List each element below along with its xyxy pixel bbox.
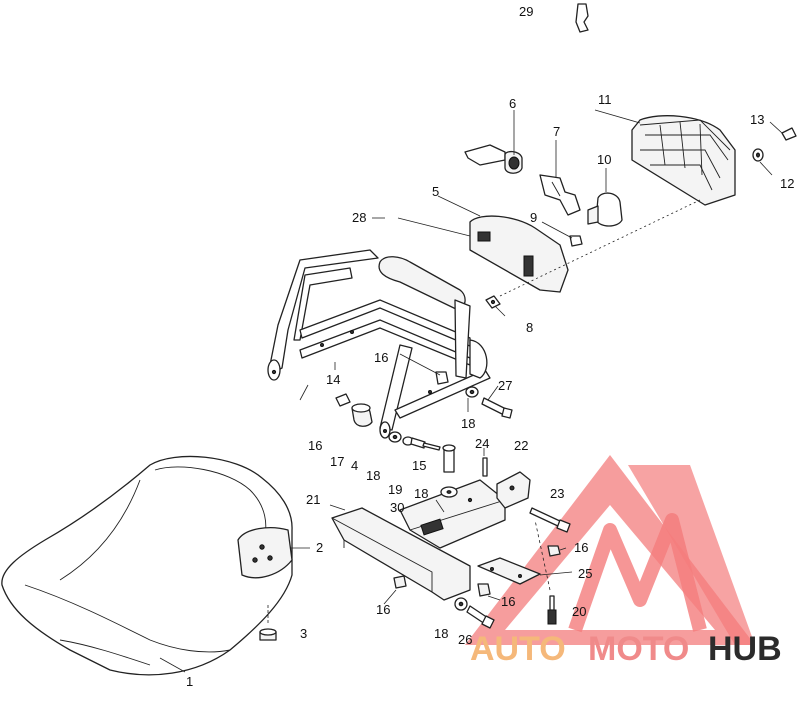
callout-25: 25 — [578, 566, 592, 581]
taillight-lens-part — [631, 115, 736, 206]
watermark-word-moto: MOTO — [588, 630, 689, 668]
watermark-logo — [465, 455, 755, 645]
callout-16-c: 16 — [574, 540, 588, 555]
callout-28: 28 — [352, 210, 366, 225]
callout-18-b: 18 — [366, 468, 380, 483]
callout-16-b: 16 — [308, 438, 322, 453]
watermark-text: AUTO MOTO HUB — [470, 630, 782, 668]
washer-18-left-part — [388, 431, 402, 443]
watermark-m-stroke — [568, 513, 707, 633]
pin-24-part — [482, 457, 488, 477]
callout-16-e: 16 — [501, 594, 515, 609]
callout-18-a: 18 — [461, 416, 475, 431]
bolt-plate-part — [442, 444, 456, 473]
nut-9-part — [569, 235, 583, 247]
bolt-23-part — [529, 507, 571, 533]
screw-8-part — [485, 295, 501, 309]
nut-16-left-part — [335, 393, 351, 407]
plate-25-part — [477, 557, 541, 585]
callout-1: 1 — [186, 674, 193, 689]
callout-4: 4 — [351, 458, 358, 473]
clip-22-part — [496, 471, 531, 509]
callout-2: 2 — [316, 540, 323, 555]
screw-3-part — [259, 605, 277, 641]
watermark-left-wing — [628, 465, 755, 645]
callout-19: 19 — [388, 482, 402, 497]
callout-labels: 29 11 13 12 6 7 10 5 28 9 8 16 14 27 18 … — [186, 4, 794, 689]
callout-5: 5 — [432, 184, 439, 199]
callout-26: 26 — [458, 632, 472, 647]
bolt-26-part — [466, 605, 495, 629]
socket-6-part — [464, 144, 523, 174]
watermark-word-auto: AUTO — [470, 630, 566, 668]
callout-13: 13 — [750, 112, 764, 127]
callout-17: 17 — [330, 454, 344, 469]
callout-16-a: 16 — [374, 350, 388, 365]
nut-16-right-part — [547, 545, 561, 557]
license-bracket-21-part — [331, 479, 506, 601]
rack-frame-part — [267, 249, 491, 439]
washer-12-part — [752, 148, 764, 162]
callout-22: 22 — [514, 438, 528, 453]
callout-16-d: 16 — [376, 602, 390, 617]
callout-23: 23 — [550, 486, 564, 501]
screw-13-part — [781, 127, 797, 141]
nut-16-lower-left-part — [393, 575, 407, 589]
callout-29: 29 — [519, 4, 533, 19]
callout-18-c: 18 — [414, 486, 428, 501]
callout-9: 9 — [530, 210, 537, 225]
callout-15: 15 — [412, 458, 426, 473]
bolt-15-part — [410, 437, 441, 451]
callout-24: 24 — [475, 436, 489, 451]
callout-10: 10 — [597, 152, 611, 167]
callout-21: 21 — [306, 492, 320, 507]
bolt-20-part — [547, 595, 557, 625]
callout-6: 6 — [509, 96, 516, 111]
bolt-27-part — [481, 397, 513, 419]
watermark-triangle-inner — [505, 505, 715, 630]
watermark-word-hub: HUB — [708, 630, 782, 668]
callout-12: 12 — [780, 176, 794, 191]
callout-3: 3 — [300, 626, 307, 641]
nut-16-lower-right-part — [477, 583, 491, 597]
callout-18-d: 18 — [434, 626, 448, 641]
callout-14: 14 — [326, 372, 340, 387]
bracket-29-part — [575, 3, 589, 33]
callout-27: 27 — [498, 378, 512, 393]
bulb-holder-7-part — [539, 174, 581, 216]
callout-11: 11 — [598, 92, 612, 107]
callout-8: 8 — [526, 320, 533, 335]
washer-18-lower-part — [454, 597, 468, 611]
washer-18-right-part — [465, 386, 479, 398]
washer-18-plate-part — [440, 486, 458, 498]
leader-lines — [159, 109, 783, 673]
callout-20: 20 — [572, 604, 586, 619]
callout-30: 30 — [390, 500, 404, 515]
nut-16-rack-part — [435, 371, 449, 385]
seat-part — [1, 455, 293, 676]
bulb-10-part — [587, 192, 623, 227]
taillight-housing-part — [469, 215, 569, 293]
callout-7: 7 — [553, 124, 560, 139]
spacer-17-part — [351, 403, 373, 427]
